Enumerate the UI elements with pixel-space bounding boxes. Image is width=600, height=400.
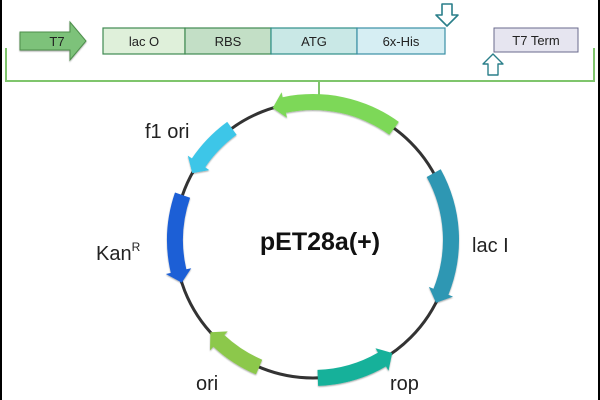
lac-o-label: lac O — [129, 34, 159, 49]
feature-kan-arrow — [165, 192, 192, 283]
t7-promoter-arrow — [19, 20, 87, 62]
ori-label: ori — [196, 373, 218, 395]
atg-label: ATG — [301, 34, 327, 49]
lac-i-label: lac I — [472, 235, 509, 257]
expression-cassette: T7 lac O RBS ATG 6x-His T7 Term — [5, 3, 595, 101]
t7-promoter-label: T7 — [49, 34, 64, 49]
kan-label-text: Kan — [96, 243, 132, 265]
his-tag-label: 6x-His — [383, 34, 420, 49]
lac-o-box — [102, 27, 186, 55]
down-arrow-icon — [435, 3, 459, 27]
t7-terminator-box — [493, 27, 579, 53]
feature-ori-arrow — [210, 331, 263, 375]
atg-box — [270, 27, 358, 55]
plasmid-features — [165, 92, 460, 386]
feature-lac-i-arrow — [426, 169, 460, 303]
kan-label-superscript: R — [132, 240, 141, 254]
up-arrow-icon — [482, 53, 504, 76]
feature-rop-arrow — [317, 348, 393, 386]
feature-top-arrow — [272, 92, 399, 135]
kan-label: KanR — [96, 240, 141, 265]
feature-f1-ori-arrow — [187, 121, 237, 174]
f1-ori-label: f1 ori — [145, 121, 189, 143]
t7-terminator-label: T7 Term — [512, 33, 559, 48]
plasmid-name: pET28a(+) — [260, 228, 380, 256]
rop-label: rop — [390, 373, 419, 395]
his-tag-box — [356, 27, 446, 55]
rbs-label: RBS — [215, 34, 242, 49]
